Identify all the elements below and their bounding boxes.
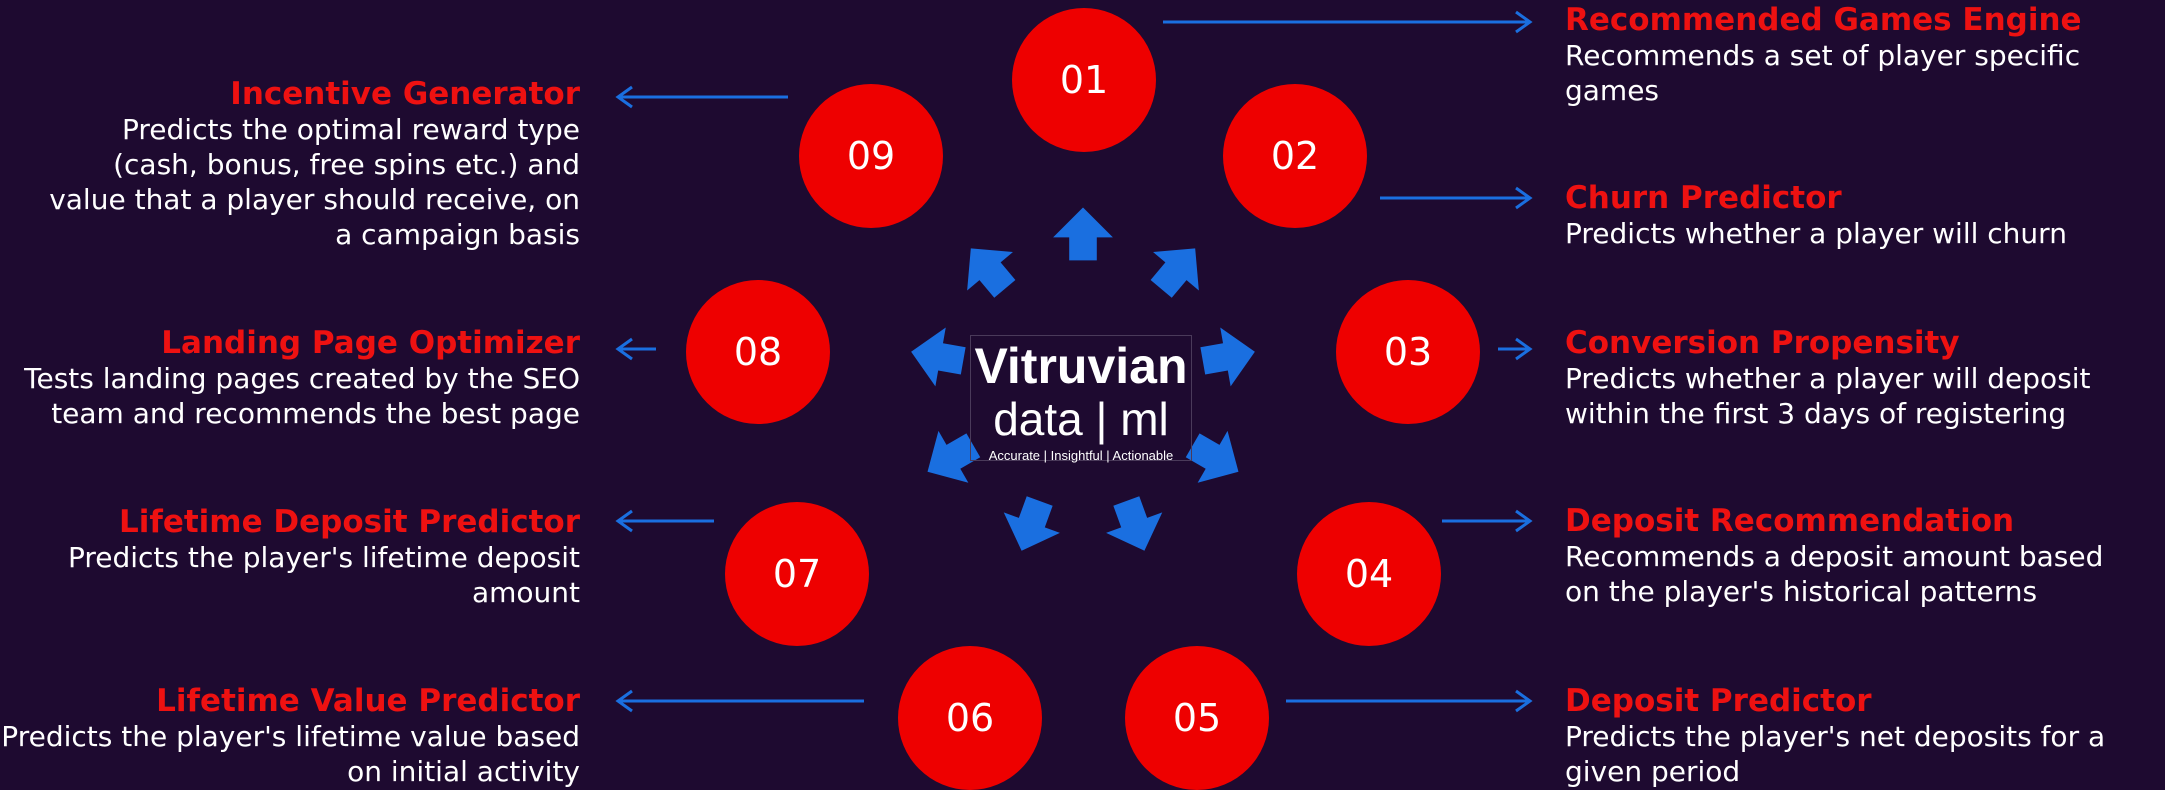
- node-title: Deposit Predictor: [1565, 683, 1872, 719]
- node-label-03: Conversion Propensity Predicts whether a…: [1565, 325, 2145, 431]
- arrowhead-icon: [1515, 10, 1533, 34]
- node-description: Predicts whether a player will churn: [1565, 217, 2067, 250]
- logo-tagline: Accurate | Insightful | Actionable: [988, 448, 1174, 463]
- arrowhead-icon: [1515, 509, 1533, 533]
- node-title: Incentive Generator: [230, 76, 580, 112]
- block-arrow-icon: [1185, 430, 1239, 483]
- node-circle-07: 07: [725, 502, 869, 646]
- arrowhead-icon: [615, 85, 633, 109]
- node-title: Landing Page Optimizer: [161, 325, 580, 361]
- node-title: Conversion Propensity: [1565, 325, 1960, 361]
- node-description: Predicts the optimal reward type (cash, …: [49, 113, 580, 251]
- block-arrow-icon: [927, 430, 981, 483]
- node-label-05: Deposit Predictor Predicts the player's …: [1565, 683, 2145, 789]
- node-circle-03: 03: [1336, 280, 1480, 424]
- node-description: Recommends a set of player specific game…: [1565, 39, 2081, 107]
- block-arrow-icon: [1106, 496, 1163, 551]
- node-label-01: Recommended Games Engine Recommends a se…: [1565, 2, 2145, 108]
- node-description: Predicts the player's lifetime deposit a…: [67, 541, 580, 609]
- block-arrow-icon: [967, 248, 1016, 298]
- node-label-06: Lifetime Value Predictor Predicts the pl…: [0, 683, 580, 789]
- node-circle-08: 08: [686, 280, 830, 424]
- arrowhead-icon: [615, 689, 633, 713]
- arrowhead-icon: [1515, 689, 1533, 713]
- node-description: Predicts whether a player will deposit w…: [1565, 362, 2091, 430]
- node-circle-04: 04: [1297, 502, 1441, 646]
- node-label-02: Churn Predictor Predicts whether a playe…: [1565, 180, 2145, 251]
- block-arrow-icon: [1200, 327, 1255, 387]
- vitruvian-logo: Vitruvian data | ml Accurate | Insightfu…: [970, 335, 1192, 463]
- arrowhead-icon: [615, 337, 633, 361]
- block-arrow-icon: [1150, 248, 1199, 298]
- node-title: Recommended Games Engine: [1565, 2, 2082, 38]
- node-title: Lifetime Value Predictor: [156, 683, 580, 719]
- block-arrow-icon: [1053, 207, 1113, 261]
- node-circle-09: 09: [799, 84, 943, 228]
- arrowhead-icon: [1515, 186, 1533, 210]
- node-circle-05: 05: [1125, 646, 1269, 790]
- node-title: Churn Predictor: [1565, 180, 1842, 216]
- arrowhead-icon: [1515, 337, 1533, 361]
- block-arrow-icon: [911, 327, 966, 387]
- logo-subtitle: data | ml: [993, 393, 1169, 445]
- node-label-08: Landing Page Optimizer Tests landing pag…: [0, 325, 580, 431]
- node-description: Predicts the player's lifetime value bas…: [1, 720, 580, 788]
- logo-brand: Vitruvian: [974, 338, 1188, 394]
- node-label-07: Lifetime Deposit Predictor Predicts the …: [0, 504, 580, 610]
- node-circle-06: 06: [898, 646, 1042, 790]
- node-circle-02: 02: [1223, 84, 1367, 228]
- block-arrow-icon: [1003, 496, 1060, 551]
- node-title: Lifetime Deposit Predictor: [118, 504, 580, 540]
- node-label-09: Incentive Generator Predicts the optimal…: [0, 76, 580, 252]
- node-title: Deposit Recommendation: [1565, 503, 2015, 539]
- node-label-04: Deposit Recommendation Recommends a depo…: [1565, 503, 2145, 609]
- node-description: Tests landing pages created by the SEO t…: [24, 362, 580, 430]
- arrowhead-icon: [615, 509, 633, 533]
- node-circle-01: 01: [1012, 8, 1156, 152]
- node-description: Recommends a deposit amount based on the…: [1565, 540, 2104, 608]
- node-description: Predicts the player's net deposits for a…: [1565, 720, 2106, 788]
